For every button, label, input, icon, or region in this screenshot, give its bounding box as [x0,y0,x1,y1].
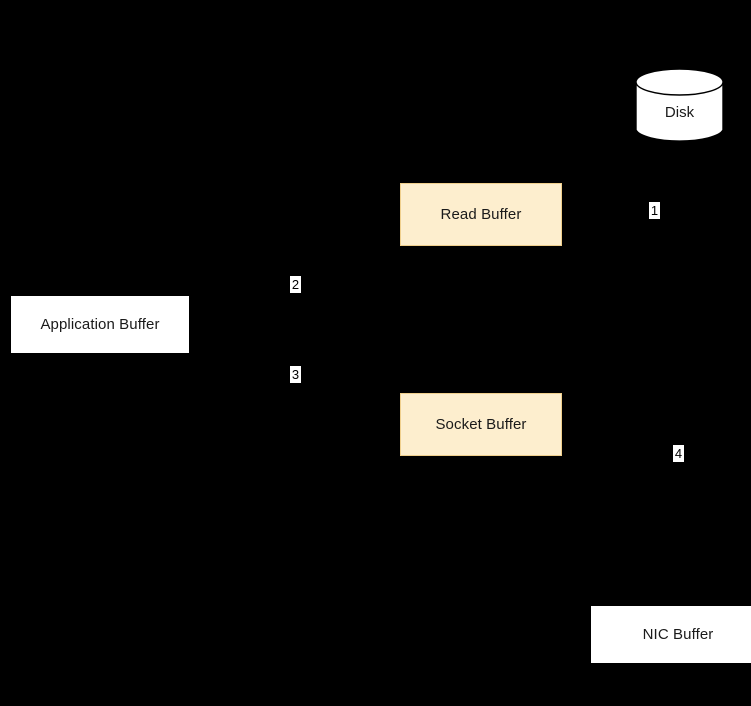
arrow-step-3 [294,324,398,428]
arrow-step-1 [564,146,656,218]
node-nic-buffer-label: NIC Buffer [642,625,714,643]
node-nic-buffer[interactable]: NIC Buffer [591,606,751,663]
step-label-3: 3 [290,366,301,383]
node-disk[interactable]: Disk [635,68,724,144]
arrow-step-2 [291,213,400,324]
step-label-2: 2 [290,276,301,293]
node-read-buffer-label: Read Buffer [440,205,522,223]
step-label-1: 1 [649,202,660,219]
node-application-buffer-label: Application Buffer [40,315,160,333]
cylinder-icon [635,68,724,142]
node-application-buffer[interactable]: Application Buffer [11,296,189,353]
node-socket-buffer[interactable]: Socket Buffer [400,393,562,456]
arrow-step-4 [564,423,679,638]
node-read-buffer[interactable]: Read Buffer [400,183,562,246]
node-socket-buffer-label: Socket Buffer [435,415,527,433]
step-label-4: 4 [673,445,684,462]
